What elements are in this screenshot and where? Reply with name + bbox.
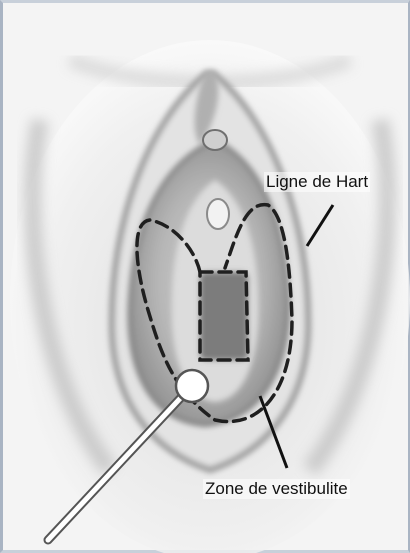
- vaginal-introitus: [200, 272, 248, 360]
- urethral-meatus: [207, 199, 229, 229]
- vestibulitis-zone-label: Zone de vestibulite: [203, 479, 350, 499]
- hart-line-label: Ligne de Hart: [264, 172, 370, 192]
- swab-tip: [176, 370, 208, 402]
- clitoral-hood: [203, 130, 227, 150]
